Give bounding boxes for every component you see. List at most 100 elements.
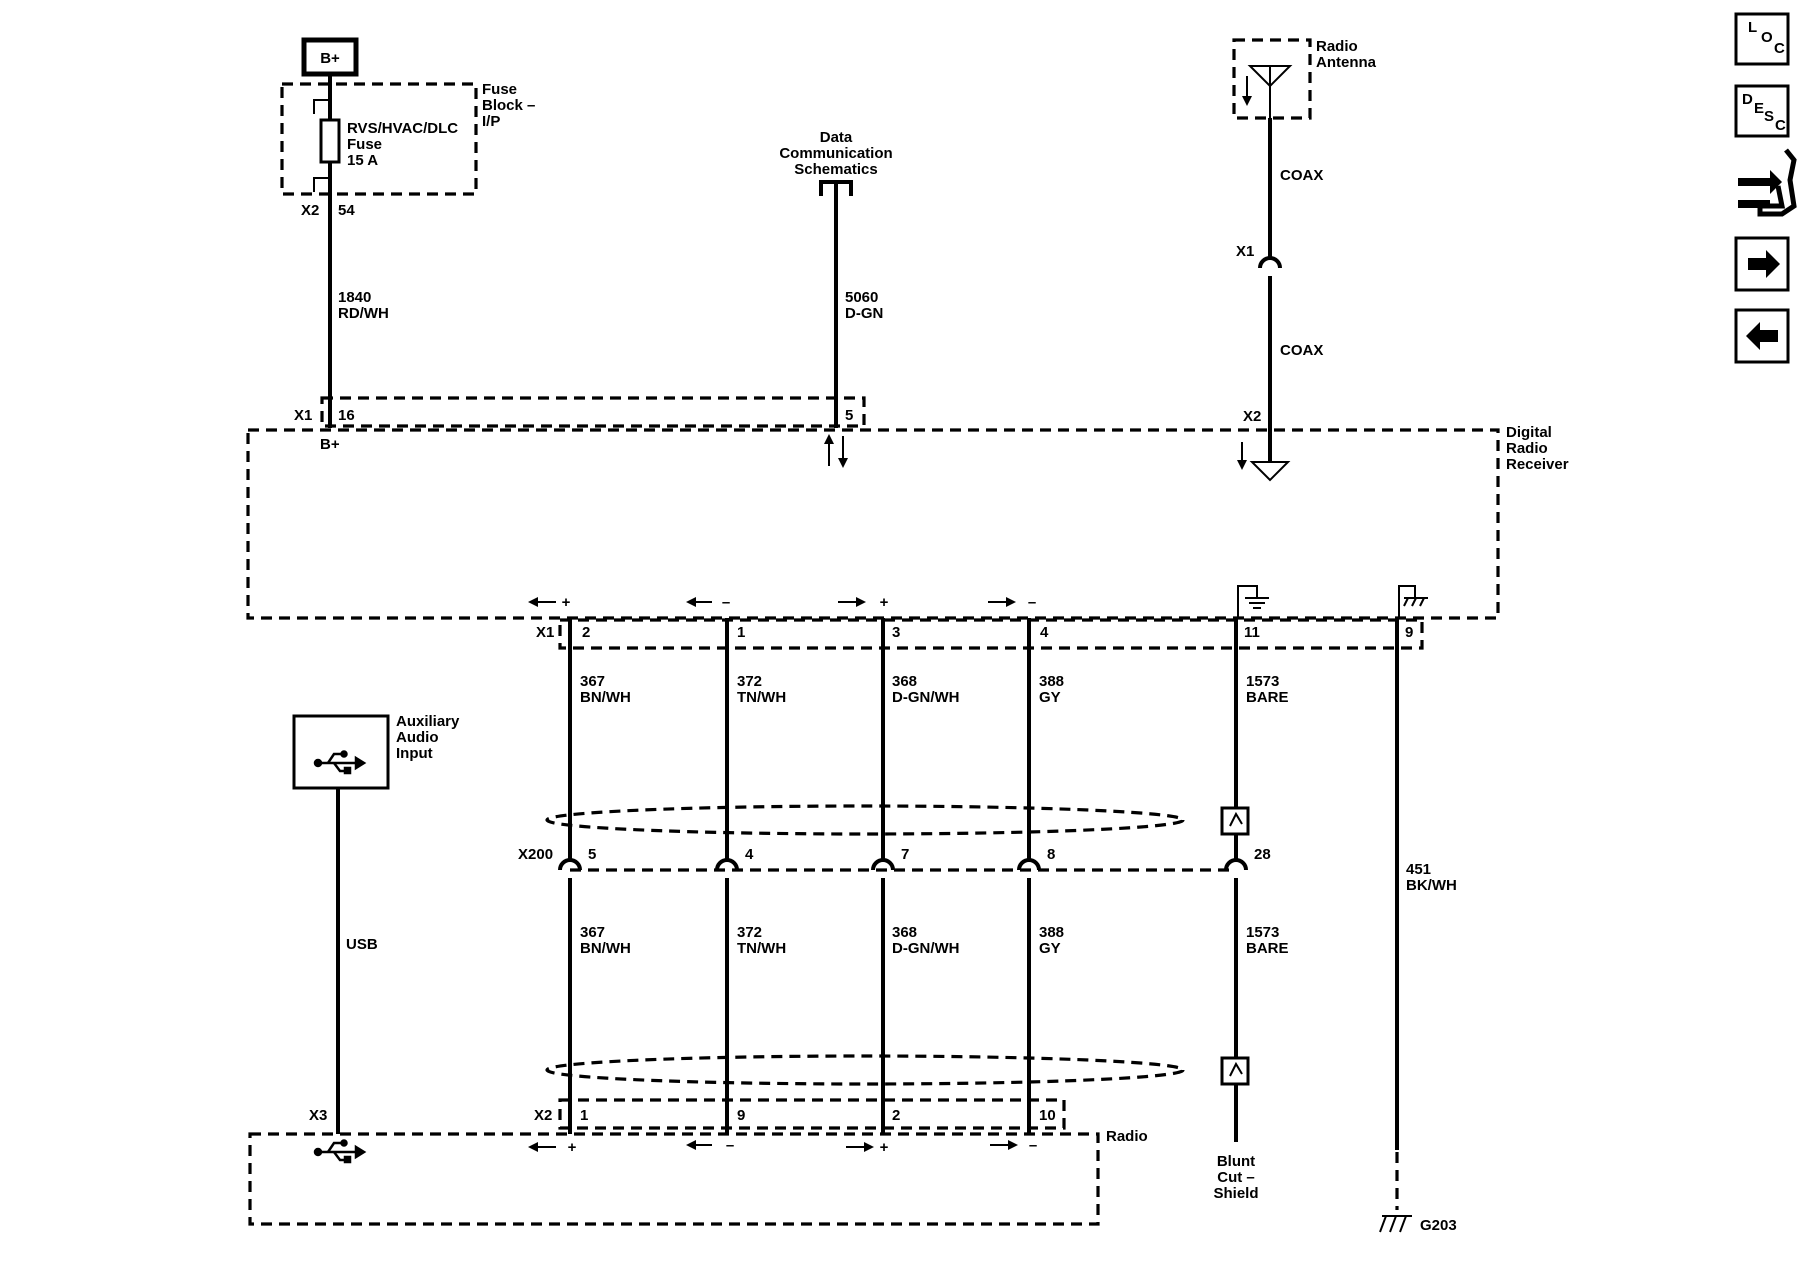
receiver-x1-top-connector — [320, 396, 866, 428]
radio-x3-label: X3 — [309, 1107, 327, 1124]
radio-x2-label: X2 — [534, 1107, 552, 1124]
shield-upper — [545, 804, 1185, 836]
coax-inline-connector: X1 — [1236, 243, 1254, 260]
svg-text:–: – — [722, 594, 730, 611]
shield-drain-upper — [1220, 806, 1250, 836]
ground-g203: G203 — [1379, 1215, 1457, 1234]
auxiliary-audio-input: Auxiliary Audio Input — [292, 713, 460, 790]
svg-text:+: + — [880, 1139, 889, 1156]
fuse-line-2: 15 A — [347, 152, 378, 169]
wire-451-circuit: 451 — [1406, 861, 1431, 878]
receiver-bplus-label: B+ — [320, 436, 340, 453]
x200-connector: X200 5 4 7 8 28 — [518, 846, 1271, 872]
receiver-ground-11 — [1237, 585, 1269, 618]
x200-label: X200 — [518, 846, 553, 863]
svg-text:367: 367 — [580, 673, 605, 690]
data-comm-reference: Data Communication Schematics — [779, 129, 893, 196]
svg-text:388: 388 — [1039, 673, 1064, 690]
digital-radio-receiver: Digital Radio Receiver — [246, 424, 1569, 620]
svg-text:C: C — [1775, 117, 1786, 134]
usb-wire-label: USB — [346, 936, 378, 953]
wire-5060-color: D-GN — [845, 305, 883, 322]
svg-text:B+: B+ — [320, 50, 340, 67]
svg-text:1: 1 — [737, 624, 745, 641]
svg-text:Radio: Radio — [1316, 38, 1358, 55]
svg-text:C: C — [1774, 40, 1785, 57]
svg-text:8: 8 — [1047, 846, 1055, 863]
svg-text:10: 10 — [1039, 1107, 1056, 1124]
svg-text:–: – — [1028, 594, 1036, 611]
receiver-x1-bottom-connector — [558, 618, 1424, 650]
svg-text:372: 372 — [737, 924, 762, 941]
svg-text:GY: GY — [1039, 689, 1061, 706]
fuse-block-label-2: Block – — [482, 97, 535, 114]
svg-text:GY: GY — [1039, 940, 1061, 957]
svg-text:28: 28 — [1254, 846, 1271, 863]
svg-text:1: 1 — [580, 1107, 588, 1124]
radio-antenna: Radio Antenna — [1232, 38, 1377, 120]
svg-text:S: S — [1764, 108, 1774, 125]
fuse-block: Fuse Block – I/P — [280, 81, 535, 196]
svg-text:Input: Input — [396, 745, 433, 762]
svg-text:7: 7 — [901, 846, 909, 863]
receiver-ground-9 — [1398, 585, 1428, 618]
receiver-pin-16: 16 — [338, 407, 355, 424]
svg-text:TN/WH: TN/WH — [737, 689, 786, 706]
svg-text:368: 368 — [892, 924, 917, 941]
svg-text:Communication: Communication — [779, 145, 892, 162]
svg-text:BN/WH: BN/WH — [580, 689, 631, 706]
fuse-symbol — [319, 118, 341, 164]
svg-text:9: 9 — [737, 1107, 745, 1124]
svg-text:L: L — [1748, 19, 1757, 36]
usb-icon — [313, 750, 367, 775]
svg-text:Receiver: Receiver — [1506, 456, 1569, 473]
wire-1840-color: RD/WH — [338, 305, 389, 322]
svg-text:+: + — [880, 594, 889, 611]
svg-text:11: 11 — [1244, 624, 1260, 641]
fuse-connector-label: X2 — [301, 202, 319, 219]
arrow-right-icon — [1748, 250, 1780, 278]
svg-text:9: 9 — [1405, 624, 1413, 641]
svg-text:4: 4 — [745, 846, 754, 863]
fuse-name: RVS/HVAC/DLC — [347, 120, 458, 137]
svg-text:D: D — [1742, 91, 1753, 108]
battery-source: B+ — [301, 37, 359, 77]
svg-text:E: E — [1754, 100, 1764, 117]
radio-usb-icon — [313, 1139, 367, 1164]
location-view-button[interactable]: L O C — [1734, 12, 1790, 66]
fuse-block-label-3: I/P — [482, 113, 500, 130]
svg-text:2: 2 — [582, 624, 590, 641]
svg-text:Blunt: Blunt — [1217, 1153, 1255, 1170]
fuse-pin-label: 54 — [338, 202, 355, 219]
wire-451-color: BK/WH — [1406, 877, 1457, 894]
receiver-x1-label: X1 — [294, 407, 312, 424]
svg-text:D-GN/WH: D-GN/WH — [892, 940, 960, 957]
next-page-button[interactable] — [1734, 236, 1790, 292]
previous-page-button[interactable] — [1734, 308, 1790, 364]
connector-view-icon[interactable] — [1738, 148, 1797, 217]
svg-text:Antenna: Antenna — [1316, 54, 1377, 71]
svg-text:D-GN/WH: D-GN/WH — [892, 689, 960, 706]
blunt-cut-shield: Blunt Cut – Shield — [1213, 1153, 1258, 1202]
svg-text:–: – — [726, 1137, 734, 1154]
svg-text:368: 368 — [892, 673, 917, 690]
fuse-block-label-1: Fuse — [482, 81, 517, 98]
svg-text:Radio: Radio — [1506, 440, 1548, 457]
svg-text:Schematics: Schematics — [794, 161, 877, 178]
radio-module: Radio — [248, 1128, 1148, 1226]
svg-text:Cut –: Cut – — [1217, 1169, 1255, 1186]
svg-text:TN/WH: TN/WH — [737, 940, 786, 957]
svg-text:Data: Data — [820, 129, 853, 146]
coax-label-upper: COAX — [1280, 167, 1323, 184]
coax-label-lower: COAX — [1280, 342, 1323, 359]
coax-connector-symbol — [1258, 256, 1282, 269]
svg-text:2: 2 — [892, 1107, 900, 1124]
svg-text:388: 388 — [1039, 924, 1064, 941]
svg-text:G203: G203 — [1420, 1217, 1457, 1234]
shield-drain-lower — [1220, 1056, 1250, 1086]
svg-text:–: – — [1029, 1137, 1037, 1154]
description-view-button[interactable]: D E S C — [1734, 84, 1790, 138]
svg-text:BARE: BARE — [1246, 689, 1289, 706]
receiver-antenna-connector: X2 — [1243, 408, 1261, 425]
svg-text:O: O — [1761, 29, 1773, 46]
